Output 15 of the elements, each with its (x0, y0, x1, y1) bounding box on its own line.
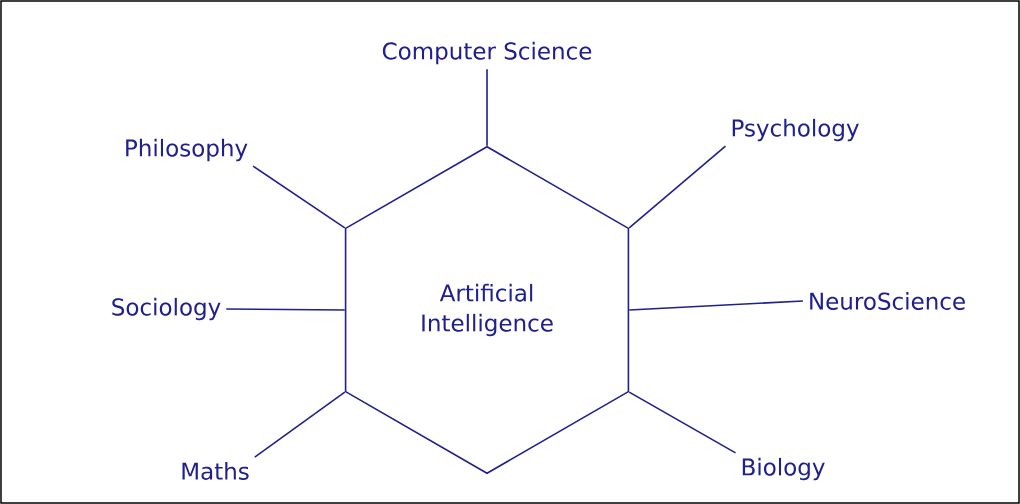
hexagon: Artificial Intelligence (344, 145, 630, 475)
connector-line (628, 391, 737, 454)
discipline-label: Maths (182, 462, 249, 480)
discipline-label: Computer Science (382, 41, 592, 65)
discipline-label: Sociology (112, 297, 221, 321)
connector-line (628, 145, 727, 229)
discipline-label: NeuroScience (810, 292, 965, 310)
discipline-label: Biology (742, 457, 825, 481)
connector-line (253, 391, 346, 458)
discipline-label: Philosophy (126, 138, 248, 162)
connector-line (225, 308, 346, 311)
connector-line (486, 68, 488, 147)
discipline-label: Psychology (732, 118, 859, 142)
connector-line (628, 300, 804, 311)
connector-line (252, 165, 346, 229)
